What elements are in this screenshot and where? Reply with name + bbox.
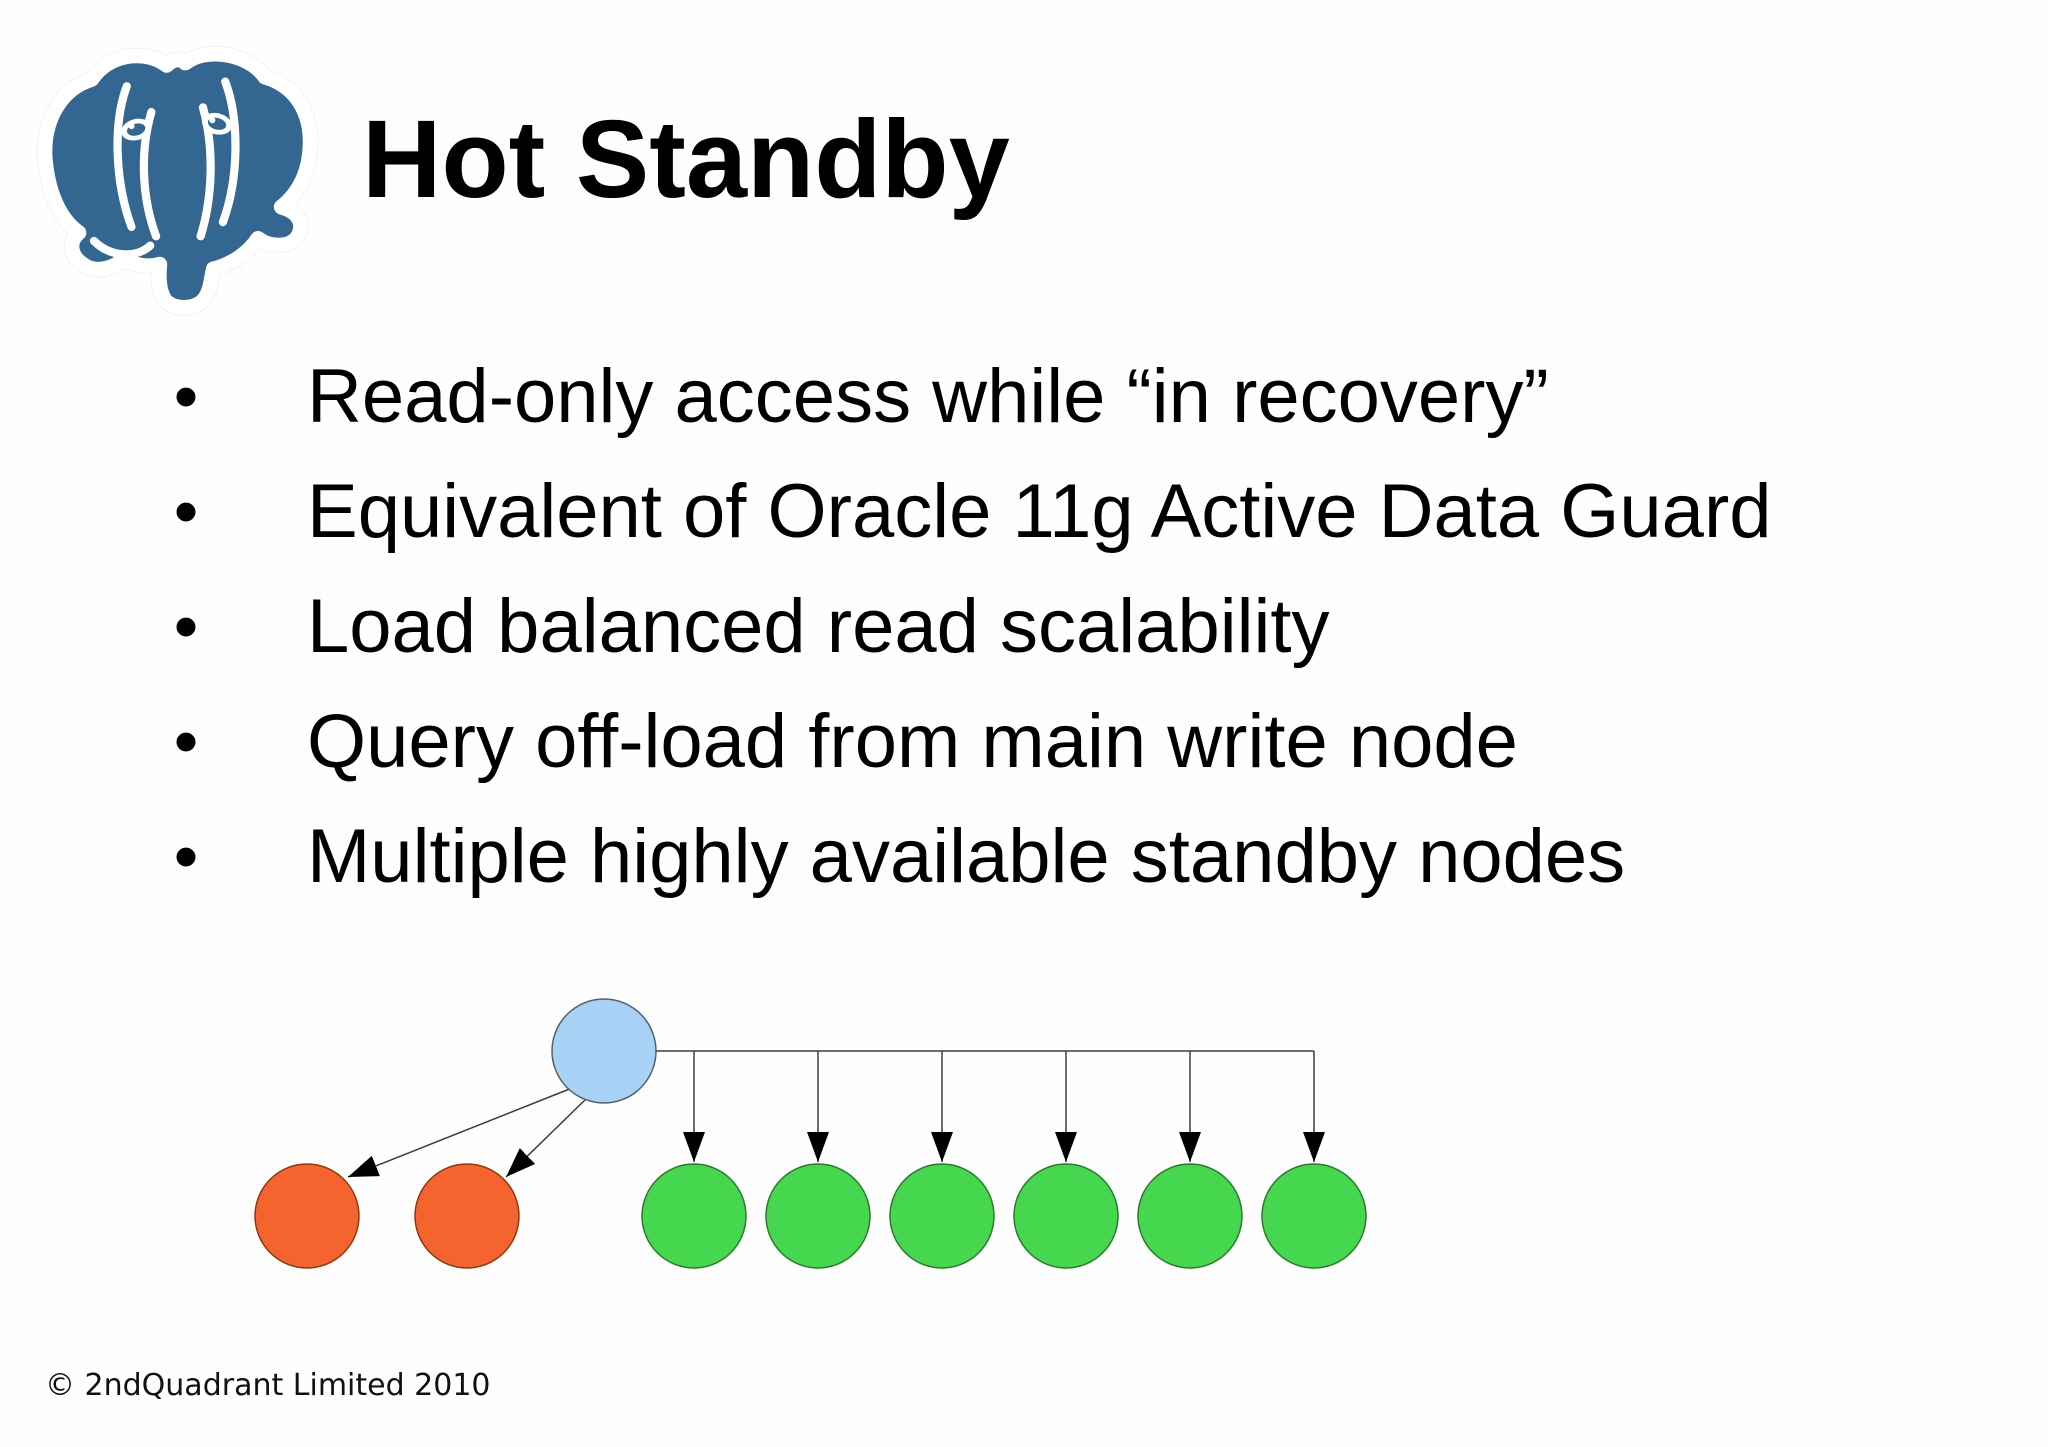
bullet-text: Load balanced read scalability (307, 584, 1330, 669)
logo-body (37, 46, 318, 316)
replication-diagram (254, 998, 1367, 1269)
standby-node (1013, 1163, 1119, 1269)
standby-node (1137, 1163, 1243, 1269)
bullet-text: Read-only access while “in recovery” (307, 354, 1549, 439)
logo-right-ear-line (218, 77, 240, 227)
bullet-marker: • (173, 587, 199, 665)
bullet-item: • Load balanced read scalability (0, 569, 2048, 684)
logo-right-eye (202, 112, 232, 135)
postgresql-logo-icon (37, 46, 318, 316)
bullet-marker: • (173, 817, 199, 895)
bullet-list: • Read-only access while “in recovery” •… (0, 339, 2048, 914)
bullet-item: • Read-only access while “in recovery” (0, 339, 2048, 454)
bullet-text: Equivalent of Oracle 11g Active Data Gua… (307, 469, 1772, 554)
logo-left-ear-line (113, 82, 136, 231)
bullet-marker: • (173, 702, 199, 780)
standby-node (765, 1163, 871, 1269)
bullet-item: • Query off-load from main write node (0, 684, 2048, 799)
offline-node (254, 1163, 360, 1269)
logo-mouth-line (89, 236, 155, 259)
bullet-text: Query off-load from main write node (307, 699, 1518, 784)
bullet-item: • Equivalent of Oracle 11g Active Data G… (0, 454, 2048, 569)
standby-node (641, 1163, 747, 1269)
replication-line (505, 1096, 589, 1178)
offline-node (414, 1163, 520, 1269)
standby-node (1261, 1163, 1367, 1269)
copyright-footer: © 2ndQuadrant Limited 2010 (45, 1368, 491, 1403)
bullet-marker: • (173, 357, 199, 435)
slide-title: Hot Standby (362, 98, 1010, 221)
standby-node (889, 1163, 995, 1269)
replication-line (347, 1087, 573, 1178)
primary-node (551, 998, 657, 1104)
bullet-item: • Multiple highly available standby node… (0, 799, 2048, 914)
logo-left-eye (121, 118, 152, 141)
bullet-marker: • (173, 472, 199, 550)
bullet-text: Multiple highly available standby nodes (307, 814, 1626, 899)
